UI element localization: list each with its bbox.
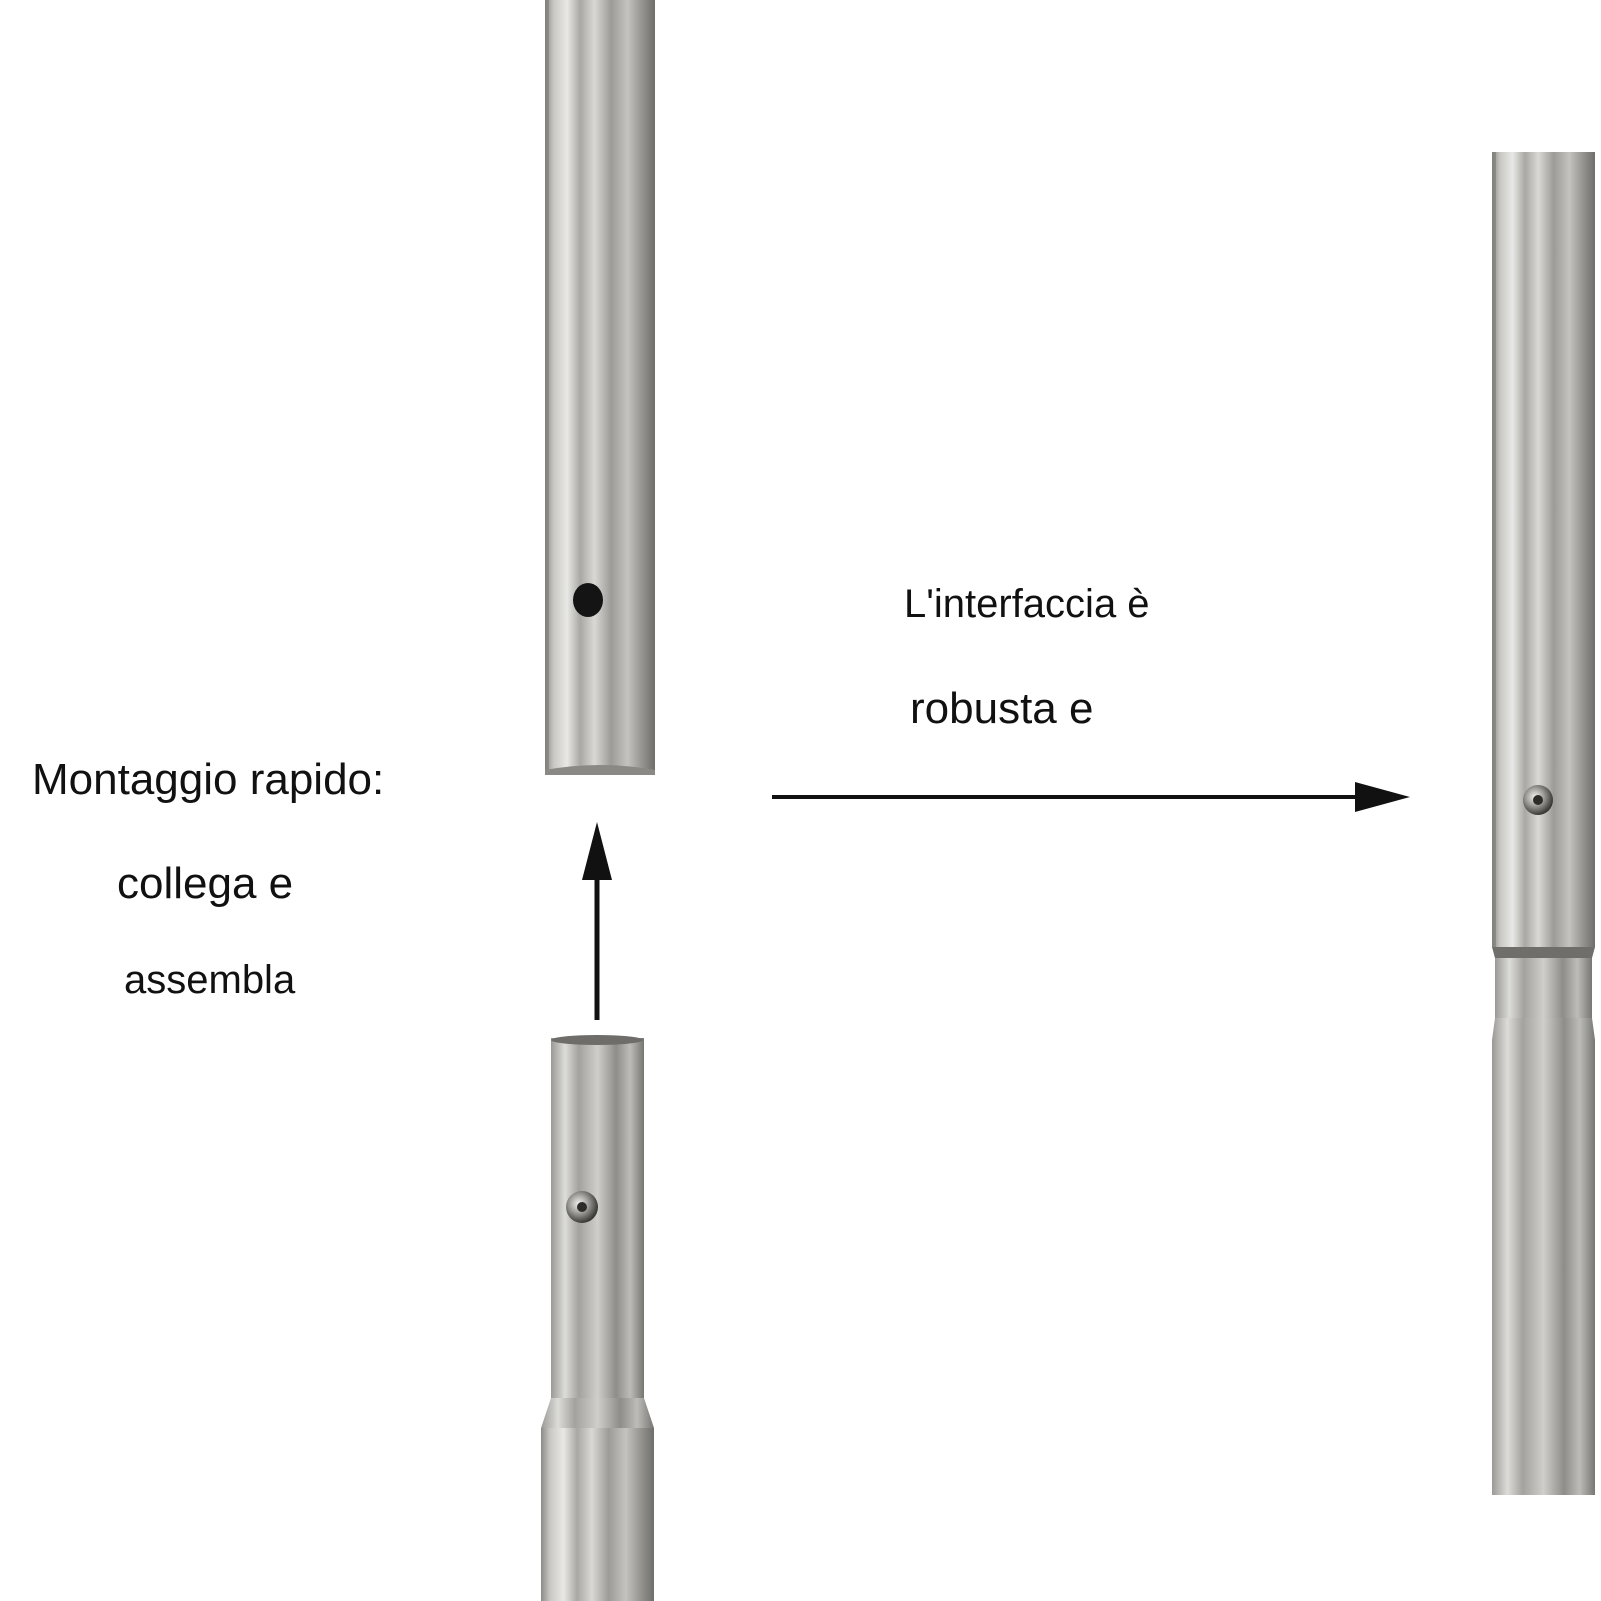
locking-hole [573, 583, 603, 617]
left-caption-line-3: assembla [124, 958, 296, 1002]
arrow-up-icon [582, 822, 612, 1020]
left-caption-line-2: collega e [117, 859, 294, 908]
right-caption-line-2: robusta e [910, 684, 1094, 733]
right-caption-line-1: L'interfaccia è [904, 582, 1150, 626]
assembled-tube [1492, 152, 1595, 1495]
left-caption-line-1: Montaggio rapido: [32, 755, 385, 804]
upper-tube [545, 0, 655, 775]
arrow-right-icon [772, 782, 1410, 812]
lower-tube [541, 1035, 654, 1601]
